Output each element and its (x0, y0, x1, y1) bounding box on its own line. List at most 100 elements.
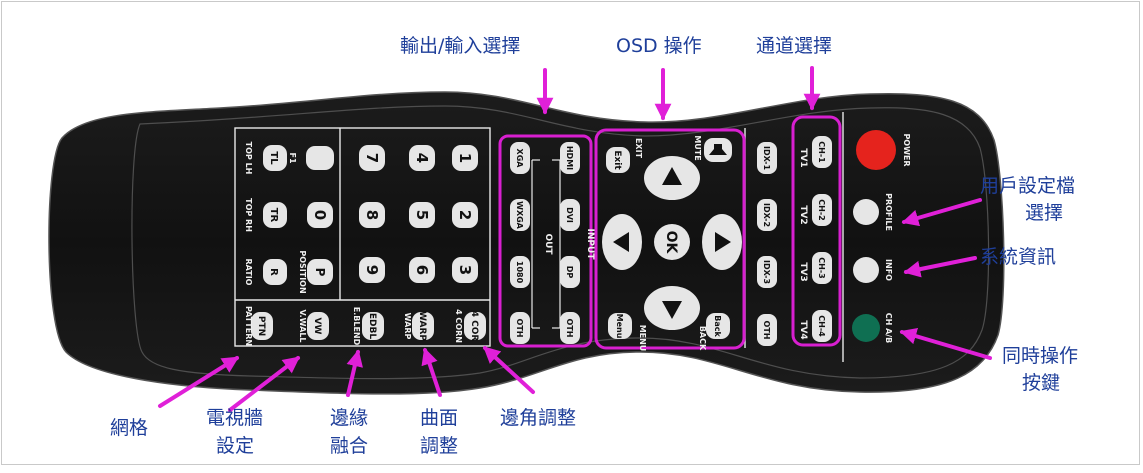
f1-key[interactable] (306, 146, 334, 170)
svg-text:IDX-3: IDX-3 (762, 260, 771, 284)
corner-arrow (483, 346, 535, 394)
key-3[interactable]: 3 (452, 257, 478, 283)
ok-key[interactable]: OK (654, 224, 690, 260)
svg-text:OTH: OTH (565, 319, 574, 338)
blend-label-line1: 邊緣 (330, 407, 368, 429)
output-wxga-key[interactable]: WXGA (510, 199, 530, 231)
info-label: INFO (884, 259, 893, 281)
r-key[interactable]: R (263, 259, 287, 285)
simul-label-line1: 同時操作 (1002, 345, 1078, 367)
svg-text:R: R (268, 268, 279, 276)
svg-text:5: 5 (413, 210, 431, 220)
videowall-label-line2: 設定 (216, 435, 254, 457)
tr-key[interactable]: TR (263, 202, 287, 228)
svg-text:EDBL: EDBL (367, 313, 377, 339)
input-hdmi-key[interactable]: HDMI (560, 142, 580, 174)
svg-text:CH-2: CH-2 (817, 199, 826, 220)
back-key[interactable]: Back (706, 313, 730, 339)
idx-1-key[interactable]: IDX-1 (757, 142, 777, 174)
eblend-label: E.BLEND (352, 307, 361, 346)
callout-arrows (158, 66, 992, 412)
position-label: POSITION (298, 250, 307, 293)
ch-ab-button[interactable] (852, 314, 880, 342)
svg-text:OTH: OTH (762, 321, 771, 340)
key-9[interactable]: 9 (359, 257, 385, 283)
ch-1-key[interactable]: CH-1 (812, 136, 832, 168)
down-key[interactable] (644, 286, 700, 330)
power-button[interactable] (856, 130, 896, 170)
output-xga-key[interactable]: XGA (510, 142, 530, 174)
svg-text:OK: OK (663, 231, 679, 255)
warp-label-line1: 曲面 (420, 407, 458, 429)
top-lh-label: TOP LH (244, 142, 253, 175)
left-key[interactable] (602, 214, 642, 270)
info-button[interactable] (853, 257, 879, 283)
key-8[interactable]: 8 (359, 202, 385, 228)
svg-text:WXGA: WXGA (515, 201, 524, 230)
ratio-label: RATIO (244, 259, 253, 286)
power-label: POWER (902, 133, 911, 166)
profile-label-line2: 選擇 (1025, 202, 1063, 224)
sysinfo-label: 系統資訊 (980, 246, 1056, 268)
simul-arrow (899, 327, 992, 360)
ch-3-key[interactable]: CH-3 (812, 252, 832, 284)
idx-3-key[interactable]: IDX-3 (757, 256, 777, 288)
input-dvi-key[interactable]: DVI (560, 199, 580, 231)
pattern-label: PATTERN (244, 306, 253, 346)
ptn-key[interactable]: PTN (251, 312, 273, 340)
menu-label: MENU (638, 325, 647, 352)
remote-inner-edge (131, 105, 990, 380)
mute-label: MUTE (693, 135, 702, 160)
menu-key[interactable]: Menu (608, 313, 632, 339)
tl-key[interactable]: TL (263, 145, 287, 171)
channel-label: 通道選擇 (756, 35, 832, 57)
blend-label-line2: 融合 (330, 435, 368, 457)
p-key[interactable]: P (307, 259, 333, 285)
io-block: HDMI DVI DP OTH INPUT XGA WXGA 1080 OTH … (510, 142, 595, 344)
svg-text:IDX-1: IDX-1 (762, 146, 771, 170)
key-7[interactable]: 7 (359, 145, 385, 171)
idx-column: IDX-1 IDX-2 IDX-3 OTH (757, 142, 777, 346)
output-1080-key[interactable]: 1080 (510, 256, 530, 288)
exit-key[interactable]: Exit (606, 147, 630, 173)
idx-2-key[interactable]: IDX-2 (757, 199, 777, 231)
svg-text:CH-1: CH-1 (817, 141, 826, 163)
key-6[interactable]: 6 (409, 257, 435, 283)
exit-label: EXIT (634, 138, 643, 159)
profile-button[interactable] (853, 199, 879, 225)
profile-label-line1: 用戶設定檔 (980, 175, 1075, 197)
callout-labels: 輸出/輸入選擇 OSD 操作 通道選擇 用戶設定檔 選擇 系統資訊 同時操作 按… (110, 35, 1078, 457)
input-dp-key[interactable]: DP (560, 256, 580, 288)
key-1[interactable]: 1 (452, 145, 478, 171)
output-oth-key[interactable]: OTH (510, 312, 530, 344)
ch-2-key[interactable]: CH-2 (812, 194, 832, 226)
key-5[interactable]: 5 (409, 202, 435, 228)
key-4[interactable]: 4 (409, 145, 435, 171)
key-2[interactable]: 2 (452, 202, 478, 228)
osd-highlight (594, 128, 746, 350)
idx-oth-key[interactable]: OTH (757, 314, 777, 346)
osd-label: OSD 操作 (616, 35, 702, 57)
vw-key[interactable]: VW (307, 312, 329, 340)
input-oth-key[interactable]: OTH (560, 312, 580, 344)
key-0[interactable]: 0 (307, 202, 333, 228)
tv4-label: TV4 (798, 320, 808, 339)
svg-text:4: 4 (413, 153, 431, 163)
blend-arrow (346, 349, 363, 397)
svg-text:DVI: DVI (565, 207, 574, 223)
warp-arrow (421, 347, 442, 397)
4cor-key[interactable]: 4 COR (464, 311, 486, 342)
svg-text:HDMI: HDMI (565, 146, 574, 170)
right-key[interactable] (702, 214, 742, 270)
warp-label-line2: 調整 (420, 435, 458, 457)
ch-4-key[interactable]: CH-4 (812, 310, 832, 342)
up-key[interactable] (644, 156, 700, 200)
svg-text:TR: TR (268, 208, 279, 223)
svg-text:3: 3 (456, 265, 474, 275)
mute-icon (709, 144, 727, 155)
warp-key[interactable]: WARP (412, 311, 434, 341)
svg-text:TL: TL (268, 151, 279, 165)
mute-key[interactable] (704, 138, 732, 162)
edbl-key[interactable]: EDBL (362, 312, 384, 340)
